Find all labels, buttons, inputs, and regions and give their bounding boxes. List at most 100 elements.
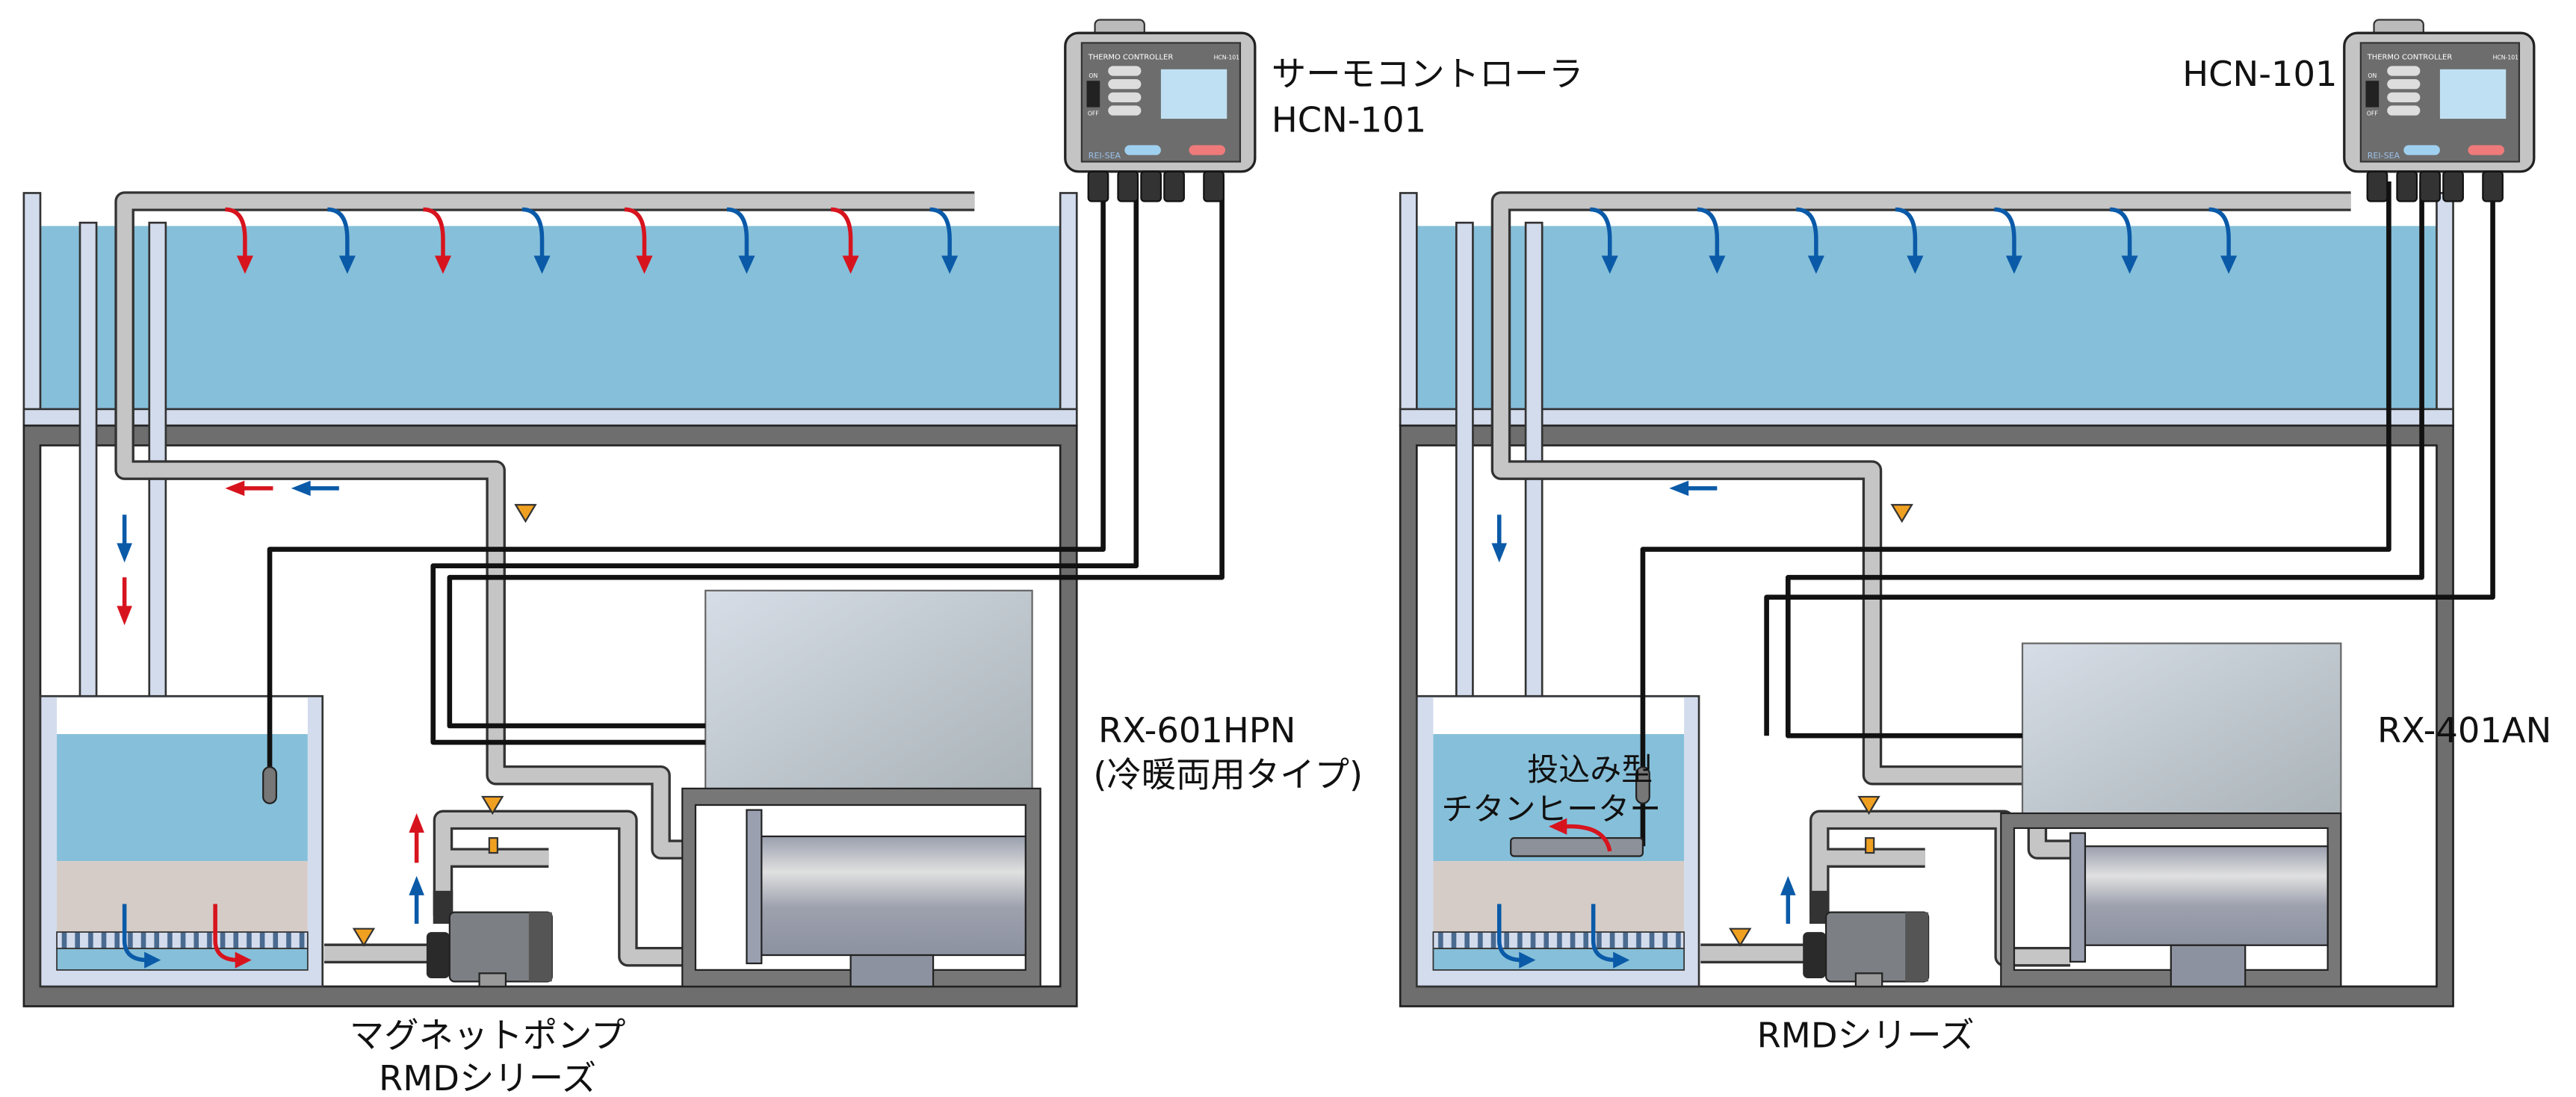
chiller-heat-exchanger: [759, 835, 1027, 957]
cable-gland: [1087, 170, 1109, 202]
switch-off-label: OFF: [1088, 111, 1099, 117]
sump-grid: [56, 931, 309, 950]
valve-icon: [488, 837, 498, 854]
flow-arrow: [1590, 207, 1612, 259]
flow-arrowhead: [117, 606, 132, 626]
titanium-heater-icon: [1510, 837, 1644, 857]
left-labels: サーモコントローラ HCN-101 RX-601HPN (冷暖両用タイプ) マグ…: [350, 54, 1583, 1097]
sump-bottom-water: [56, 948, 309, 971]
flow-arrowhead: [533, 255, 551, 274]
tank-bottom: [22, 408, 1078, 427]
controller-label: サーモコントローラ: [1272, 54, 1583, 94]
heater-label-2: チタンヒーター: [1441, 791, 1661, 827]
controller-title: THERMO CONTROLLER: [1088, 54, 1174, 62]
flow-arrowhead: [409, 875, 424, 895]
chiller-foot: [2170, 944, 2247, 988]
output-indicator: [1108, 92, 1142, 102]
chiller-icon: [705, 589, 1033, 793]
flow-arrow: [213, 904, 239, 963]
cable-gland: [2396, 170, 2418, 202]
flow-arrow: [1895, 207, 1918, 259]
flow-arrow: [1591, 904, 1617, 963]
flow-arrowhead: [2005, 255, 2023, 274]
pump-pipe: [323, 812, 694, 965]
flow-arrowhead: [842, 255, 859, 274]
pump-series: RMDシリーズ: [379, 1058, 596, 1097]
controller-model: HCN-101: [2182, 54, 2337, 94]
flow-arrowhead: [1519, 951, 1536, 969]
flow-arrowhead: [941, 255, 959, 274]
sump-sand: [1433, 861, 1685, 933]
heat-flow-arrowhead: [1549, 818, 1567, 835]
switch-off-label: OFF: [2367, 111, 2378, 117]
overflow-pipe: [148, 221, 167, 697]
temperature-sensor-icon: [1635, 766, 1650, 804]
controller-title: THERMO CONTROLLER: [2367, 54, 2453, 62]
valve-icon: [481, 795, 504, 815]
valve-icon: [1890, 503, 1913, 523]
chiller-icon: [2021, 642, 2342, 818]
flow-arrowhead: [1601, 255, 1618, 274]
flow-arrowhead: [117, 543, 132, 563]
heat-flow-arrow: [1565, 824, 1612, 852]
flow-arrowhead: [225, 480, 245, 497]
output-indicator: [2387, 92, 2421, 102]
overflow-pipe: [78, 221, 98, 697]
flow-arrowhead: [2121, 255, 2138, 274]
flow-arrow: [830, 207, 853, 259]
output-indicator: [2387, 66, 2421, 76]
sump-grid: [1432, 931, 1685, 950]
controller-brand: REI-SEA: [1089, 151, 1121, 161]
flow-arrow: [1496, 904, 1523, 963]
chiller-model: RX-601HPN: [1098, 710, 1295, 751]
flow-arrow: [929, 207, 952, 259]
pump-series: RMDシリーズ: [1757, 1016, 1975, 1056]
tank-left-wall: [22, 192, 42, 427]
tank-left-wall: [1399, 192, 1418, 427]
aquarium-system-base-right: [1399, 191, 2454, 1007]
valve-icon: [1857, 795, 1880, 815]
flow-arrow: [624, 207, 647, 259]
chiller-flange: [2069, 832, 2087, 963]
magnet-pump-icon: [426, 890, 553, 988]
tank-right-wall: [2436, 192, 2454, 427]
pump-label: マグネットポンプ: [350, 1016, 626, 1056]
chiller-type: (冷暖両用タイプ): [1093, 755, 1363, 795]
cable-gland: [2482, 170, 2504, 202]
flow-arrowhead: [1491, 543, 1508, 563]
valve-icon: [352, 927, 376, 947]
return-pipe: [117, 193, 975, 857]
flow-arrowhead: [144, 951, 161, 969]
flow-arrowhead: [291, 480, 311, 497]
flow-arrowhead: [1807, 255, 1824, 274]
valve-icon: [1729, 927, 1752, 947]
flow-arrowhead: [738, 255, 755, 274]
flow-arrowhead: [1780, 875, 1796, 895]
flow-arrow: [1994, 207, 2016, 259]
output-indicator: [1108, 105, 1142, 116]
flow-arrowhead: [1669, 480, 1689, 497]
flow-arrow: [423, 207, 445, 259]
flow-arrowhead: [434, 255, 452, 274]
flow-arrow: [726, 207, 749, 259]
output-indicator: [2387, 105, 2421, 116]
flow-arrow: [1796, 207, 1818, 259]
controller-display: [2439, 69, 2507, 119]
tank-water: [1417, 226, 2437, 409]
flow-arrow: [2208, 207, 2231, 259]
flow-arrow: [1697, 207, 1720, 259]
aquarium-system-base: [22, 191, 1078, 1007]
cable-gland: [2366, 170, 2388, 202]
flow-arrowhead: [1613, 951, 1630, 969]
controller-panel-model: HCN-101: [2493, 55, 2519, 61]
flow-arrow: [327, 207, 350, 259]
left-chiller: [681, 589, 1041, 988]
tank-bottom: [1399, 408, 2454, 427]
sump-bottom-water: [1432, 948, 1685, 971]
power-switch: [2365, 81, 2380, 108]
temperature-sensor-icon: [262, 766, 277, 804]
controller-display: [1160, 69, 1227, 119]
